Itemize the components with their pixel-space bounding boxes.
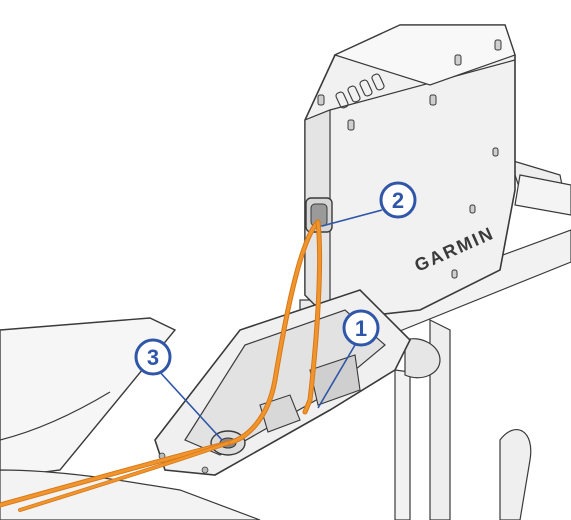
callout-leaders	[157, 209, 383, 441]
callout-3: 3	[134, 338, 172, 376]
callout-1-label: 1	[355, 316, 367, 341]
callout-3-label: 3	[147, 345, 159, 370]
motor-head-housing: GARMIN	[304, 24, 516, 322]
orange-cable-icon	[0, 219, 323, 512]
housing-screws	[317, 39, 502, 279]
callout-2-label: 2	[392, 188, 404, 213]
callout-1: 1	[342, 309, 380, 347]
callout-2: 2	[379, 181, 417, 219]
connector-port	[305, 197, 333, 233]
vent-slots	[335, 73, 385, 109]
boat-deck	[0, 317, 261, 520]
